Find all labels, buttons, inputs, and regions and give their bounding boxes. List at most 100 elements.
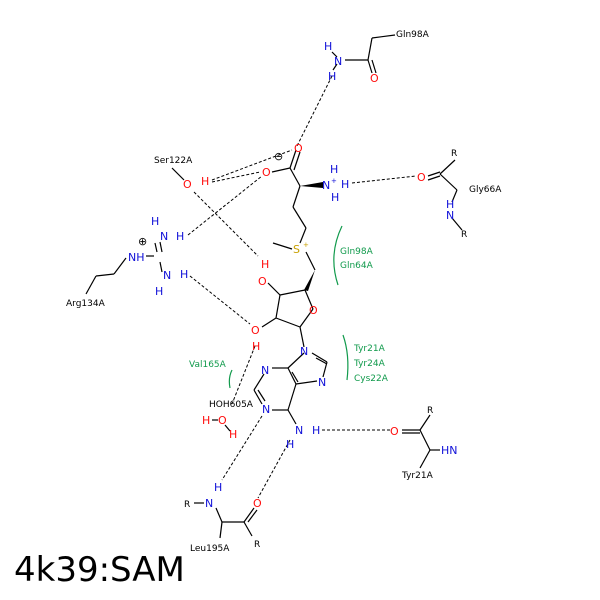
atom-n: N xyxy=(205,497,213,510)
atom-h: H xyxy=(202,414,210,427)
bond xyxy=(295,380,318,385)
hydrophobic-label: Tyr24A xyxy=(353,359,386,369)
atom-o: O xyxy=(253,497,262,510)
hydrogen-bonds xyxy=(187,75,417,499)
atom-o: O xyxy=(417,171,426,184)
hbond-arg134-carboxylate xyxy=(187,175,263,236)
atom-h: H xyxy=(214,481,222,494)
residue-tyr21: Tyr21A xyxy=(401,471,434,481)
atom-n: N xyxy=(160,230,168,243)
residue-leu195: Leu195A xyxy=(190,544,230,554)
diagram-title: 4k39:SAM xyxy=(14,550,185,590)
hbond-arg134-hydroxyl xyxy=(189,275,251,325)
atom-r: R xyxy=(451,149,457,159)
bond xyxy=(299,227,307,244)
atom-h: H xyxy=(261,258,269,271)
hydrophobic-arc-2 xyxy=(342,334,349,381)
atom-h: H xyxy=(341,178,349,191)
wedge-bond xyxy=(300,182,323,188)
residue-bonds xyxy=(85,34,463,539)
hbond-ser122-carboxylate xyxy=(211,149,293,181)
atom-n: N xyxy=(163,269,171,282)
hydrophobic-arc-3 xyxy=(228,369,233,389)
wedge-bond xyxy=(304,270,315,291)
bond xyxy=(287,409,297,425)
bond xyxy=(299,308,314,328)
residue-arg134: Arg134A xyxy=(66,299,106,309)
bond xyxy=(267,282,281,296)
bond xyxy=(224,424,231,432)
bond xyxy=(305,251,316,271)
bond xyxy=(292,185,301,208)
atom-n: N xyxy=(334,55,342,68)
bond xyxy=(332,63,338,71)
atom-o: O xyxy=(262,166,271,179)
atom-n: N xyxy=(446,209,454,222)
atom-h: H xyxy=(446,198,454,211)
atom-o: O xyxy=(258,275,267,288)
atom-h: H xyxy=(180,268,188,281)
bond xyxy=(287,367,297,385)
atom-h: H xyxy=(330,163,338,176)
atom-h: H xyxy=(176,230,184,243)
atom-r: R xyxy=(427,406,433,416)
hydrophobic-label: Tyr21A xyxy=(353,344,386,354)
bond xyxy=(311,352,328,363)
bond xyxy=(439,173,458,191)
bond xyxy=(367,59,373,74)
hbond-hydroxyl-water xyxy=(231,345,256,405)
atom-o: O xyxy=(183,178,192,191)
bond xyxy=(299,326,305,348)
atom-h: H xyxy=(328,70,336,83)
bond xyxy=(279,289,306,296)
bond xyxy=(159,261,163,273)
residue-gln98: Gln98A xyxy=(396,30,430,40)
residue-ser122: Ser122A xyxy=(154,156,193,166)
bond xyxy=(253,373,265,391)
residue-gly66: Gly66A xyxy=(469,185,502,195)
bond xyxy=(427,171,441,177)
bond xyxy=(371,59,377,74)
bond xyxy=(261,317,277,328)
bond xyxy=(367,37,373,61)
bond xyxy=(113,257,127,275)
atom-h: H xyxy=(252,340,260,353)
bond xyxy=(171,167,185,181)
residue-atoms: H N H O O H O R H N R H N H ⊕ NH N H H H… xyxy=(128,40,467,550)
atom-r: R xyxy=(461,230,467,240)
bond xyxy=(257,389,266,402)
atom-h: H xyxy=(286,438,294,451)
charge-plus: + xyxy=(331,177,337,185)
bond xyxy=(451,189,458,203)
bond xyxy=(154,242,158,253)
atom-h: H xyxy=(324,40,332,53)
bond xyxy=(289,149,297,169)
charge-oplus: ⊕ xyxy=(138,235,147,248)
bond xyxy=(439,159,456,175)
hydrophobic-label: Gln64A xyxy=(340,261,374,271)
bond xyxy=(95,273,115,277)
bond xyxy=(419,414,431,431)
atom-o: O xyxy=(370,72,379,85)
bond xyxy=(287,352,305,369)
bond xyxy=(315,357,328,365)
atom-o: O xyxy=(251,324,260,337)
hydrophobic-label: Gln98A xyxy=(340,247,374,257)
atom-o: O xyxy=(309,304,318,317)
hydrophobic-label: Val165A xyxy=(189,360,227,370)
atom-n: N xyxy=(262,403,270,416)
atom-s: S xyxy=(293,243,300,256)
bond xyxy=(275,317,301,328)
atom-n: N xyxy=(300,345,308,358)
hbond-gln98-carboxylate xyxy=(296,75,333,147)
atom-h: H xyxy=(151,215,159,228)
atom-r: R xyxy=(184,500,190,510)
atom-n: N xyxy=(318,376,326,389)
atom-o: O xyxy=(294,142,303,155)
bond xyxy=(322,361,328,378)
hydrophobic-labels: Gln98A Gln64A Tyr21A Tyr24A Cys22A Val16… xyxy=(189,247,389,384)
bond xyxy=(293,151,301,171)
atom-nh: NH xyxy=(128,251,145,264)
atom-h: H xyxy=(331,191,339,204)
bond xyxy=(271,167,291,173)
